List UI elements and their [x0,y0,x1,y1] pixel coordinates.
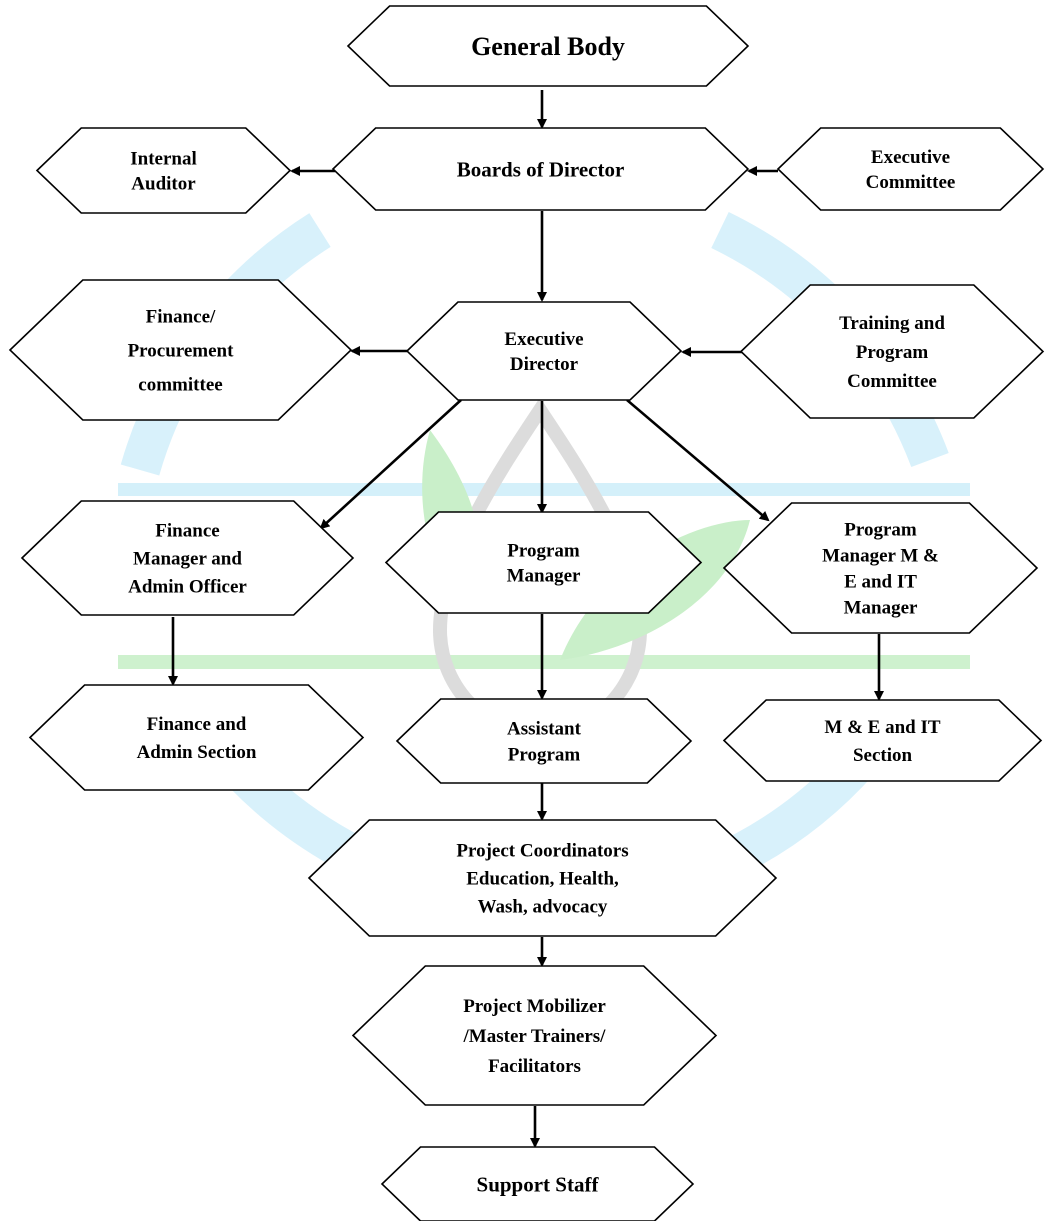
hexagon-shape [405,301,683,401]
node-label-line: Executive [504,329,583,350]
hexagon-shape [395,698,693,784]
node-label: Project Mobilizer/Master Trainers/Facili… [463,996,607,1077]
node-label-line: Program [507,541,580,562]
node-label-line: Executive [871,147,950,168]
hexagon-shape [384,511,703,614]
node-label-line: Program [856,342,929,363]
node-label-line: Program [844,520,917,541]
node-label-line: Manager M & [822,546,939,567]
node-label-line: Finance and [147,714,247,735]
node-label: Finance/Procurement committee [128,307,235,396]
node-label-line: Director [510,354,579,375]
node-label-line: Committee [866,172,956,193]
hexagon-shape [307,819,778,937]
node-label-line: Finance [155,521,219,542]
node-label-line: Manager [844,598,918,619]
node-label-line: M & E and IT [824,717,940,738]
connectors [168,90,884,1148]
node-label-line: Project Mobilizer [463,996,606,1017]
node-label-line: Facilitators [488,1056,581,1077]
node-label: Boards of Director [457,157,625,181]
node-general-body: General Body [346,5,750,87]
node-label-line: Boards of Director [457,157,625,181]
node-label-line: Assistant [507,719,582,740]
watermark-green-band [118,655,970,669]
node-finance-procurement-committee: Finance/Procurement committee [8,279,353,421]
node-me-it-section: M & E and IT Section [722,699,1043,782]
node-label-line: Manager [507,566,581,587]
node-label-line: Education, Health, [466,869,619,890]
node-label-line: Section [853,745,913,766]
arrow-executive_director-to-finance_manager_admin_officer [319,399,462,530]
hexagon-shape [35,127,292,214]
node-label-line: Training and [839,313,945,334]
hexagon-shape [28,684,365,791]
node-label-line: Wash, advocacy [478,897,608,918]
node-label-line: /Master Trainers/ [463,1026,607,1047]
node-label-line: Manager and [133,549,242,570]
node-label-line: Auditor [131,174,196,195]
node-label: General Body [471,32,625,61]
node-label-line: Internal [130,149,197,170]
hexagon-shape [380,1146,695,1221]
hexagon-shape [351,965,718,1106]
node-label: Support Staff [477,1172,600,1196]
node-label-line: Program [508,745,581,766]
node-support-staff: Support Staff [380,1146,695,1221]
hexagon-shape [20,500,355,616]
node-boards-of-director: Boards of Director [331,127,750,211]
node-label-line: Committee [847,371,937,392]
node-label-line: E and IT [844,572,917,593]
node-label-line: Admin Officer [128,577,247,598]
hexagon-shape [8,279,353,421]
node-label-line: Admin Section [137,742,257,763]
node-label-line: General Body [471,32,625,61]
node-label-line: Procurement [128,341,235,362]
hexagon-shape [346,5,750,87]
arrow-executive_director-to-program_manager_me_it [626,399,770,522]
hexagon-shape [776,127,1045,211]
node-label-line: Finance/ [146,307,216,328]
hexagon-shape [722,502,1039,634]
hexagon-shape [331,127,750,211]
hexagon-shape [739,284,1045,419]
node-label-line: Support Staff [477,1172,600,1196]
node-label-line: Project Coordinators [456,841,628,862]
node-label: M & E and IT Section [824,717,940,766]
hexagon-shape [722,699,1043,782]
node-project-mobilizer: Project Mobilizer/Master Trainers/Facili… [351,965,718,1106]
watermark-blue-band [118,483,970,496]
node-label-line: committee [138,375,222,396]
